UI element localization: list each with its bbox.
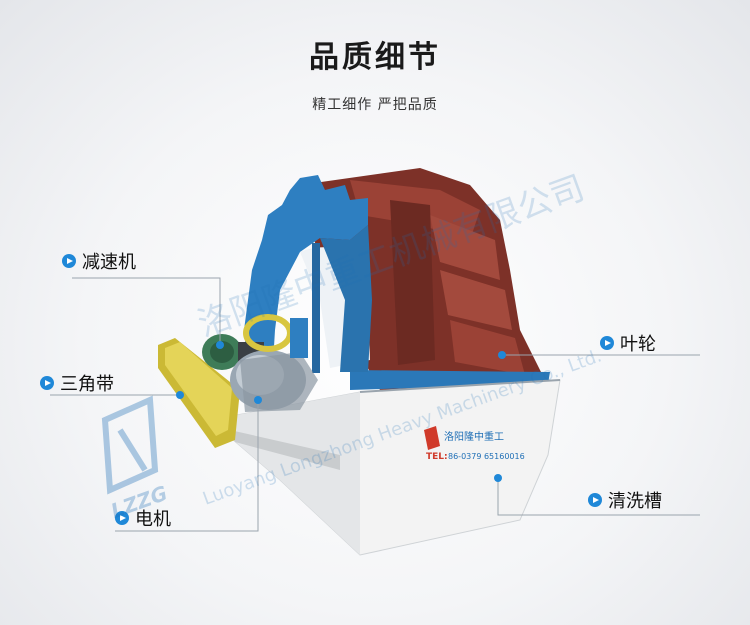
nameplate-tel: TEL: <box>426 452 448 462</box>
label-reducer: 减速机 <box>62 248 136 274</box>
arrow-circle-icon <box>588 493 602 507</box>
impeller-marker-icon <box>498 351 506 359</box>
arrow-circle-icon <box>62 254 76 268</box>
label-reducer-text: 减速机 <box>82 252 136 273</box>
arrow-circle-icon <box>600 336 614 350</box>
label-impeller: 叶轮 <box>600 330 656 356</box>
label-motor: 电机 <box>115 505 171 531</box>
label-motor-text: 电机 <box>135 509 171 530</box>
motor-marker-icon <box>254 396 262 404</box>
nameplate-company: 洛阳隆中重工 <box>444 432 504 443</box>
tank-marker-icon <box>494 474 502 482</box>
label-belt-text: 三角带 <box>60 374 114 395</box>
watermark <box>101 395 159 495</box>
label-tank-text: 清洗槽 <box>608 491 662 512</box>
impeller-frame <box>244 175 372 392</box>
reducer-leader <box>72 277 221 342</box>
label-tank: 清洗槽 <box>588 487 662 513</box>
reducer-marker-icon <box>216 341 224 349</box>
arrow-circle-icon <box>40 376 54 390</box>
belt-guard <box>158 338 240 448</box>
arrow-circle-icon <box>115 511 129 525</box>
tank-leader <box>497 478 700 516</box>
label-belt: 三角带 <box>40 370 114 396</box>
belt-marker-icon <box>176 391 184 399</box>
nameplate-phone: 86-0379 65160016 <box>448 452 525 461</box>
belt-pulley <box>243 314 308 358</box>
motor-leader <box>115 400 259 532</box>
nameplate <box>424 426 440 450</box>
page-title: 品质细节 <box>309 40 441 75</box>
page-subtitle: 精工细作 严把品质 <box>312 97 438 113</box>
label-impeller-text: 叶轮 <box>620 334 656 355</box>
